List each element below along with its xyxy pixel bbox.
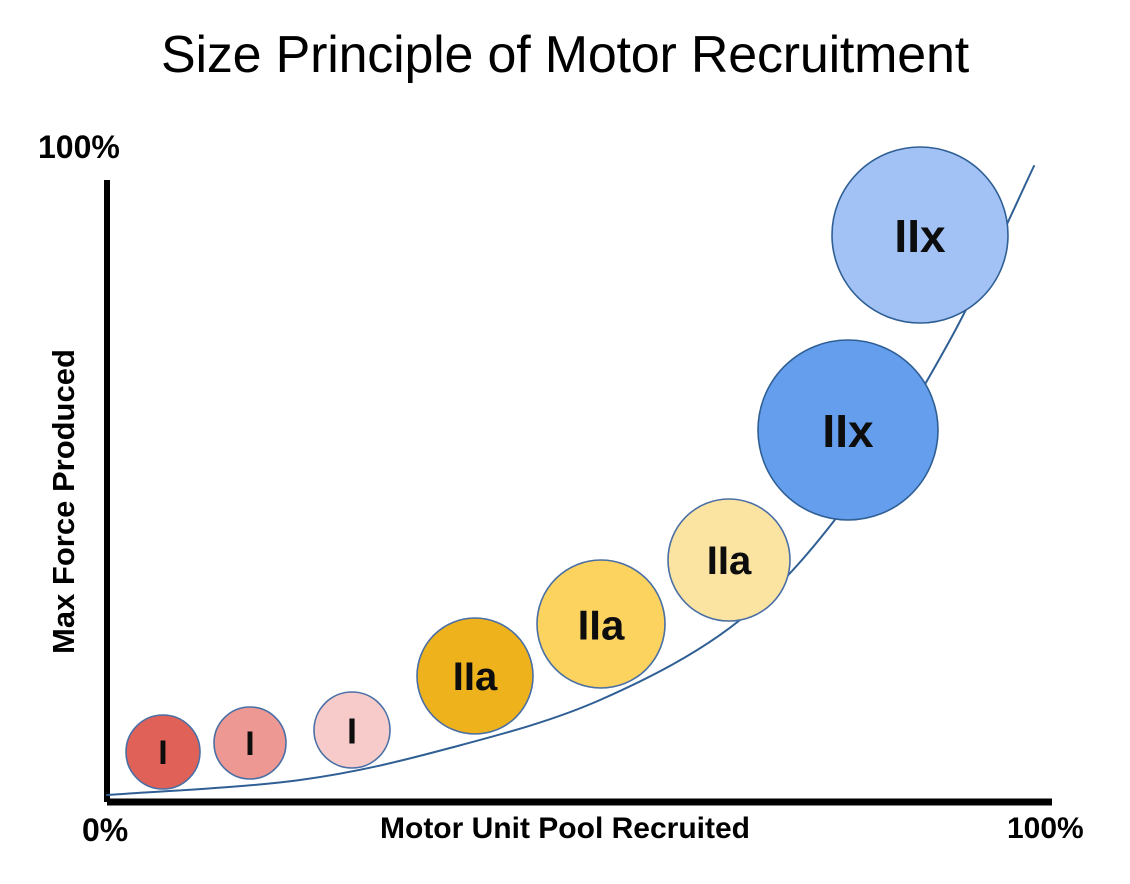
bubble-label: IIx: [894, 210, 946, 262]
bubble-label: I: [245, 725, 254, 763]
x-axis-tick-100: 100%: [1007, 812, 1084, 845]
bubble-circle[interactable]: [831, 146, 1009, 324]
bubble-circle[interactable]: [757, 339, 939, 521]
motor-unit-bubble[interactable]: IIa: [536, 559, 666, 689]
bubble-label: IIx: [822, 405, 874, 457]
motor-unit-bubble[interactable]: IIx: [757, 339, 939, 521]
motor-unit-bubble[interactable]: IIa: [416, 617, 534, 735]
bubble-label: IIa: [453, 655, 498, 699]
bubble-circle[interactable]: [125, 714, 201, 790]
chart-title: Size Principle of Motor Recruitment: [161, 26, 969, 84]
bubble-circle[interactable]: [213, 706, 287, 780]
motor-unit-bubble[interactable]: IIx: [831, 146, 1009, 324]
bubble-label: IIa: [707, 539, 752, 583]
motor-unit-bubble[interactable]: IIa: [667, 498, 791, 622]
x-axis-label: Motor Unit Pool Recruited: [380, 812, 750, 845]
motor-unit-bubble[interactable]: I: [125, 714, 201, 790]
bubble-label: I: [347, 711, 357, 752]
bubble-circle[interactable]: [416, 617, 534, 735]
force-curve: [106, 165, 1035, 796]
bubble-circle[interactable]: [313, 691, 391, 769]
motor-unit-bubble[interactable]: I: [213, 706, 287, 780]
bubble-circle[interactable]: [667, 498, 791, 622]
bubble-label: IIa: [578, 602, 625, 649]
x-axis-tick-0: 0%: [82, 812, 129, 848]
bubble-label: I: [158, 734, 167, 772]
y-axis-tick-100: 100%: [38, 129, 120, 165]
motor-unit-bubble[interactable]: I: [313, 691, 391, 769]
bubble-circle[interactable]: [536, 559, 666, 689]
axes-group: [104, 180, 1052, 806]
